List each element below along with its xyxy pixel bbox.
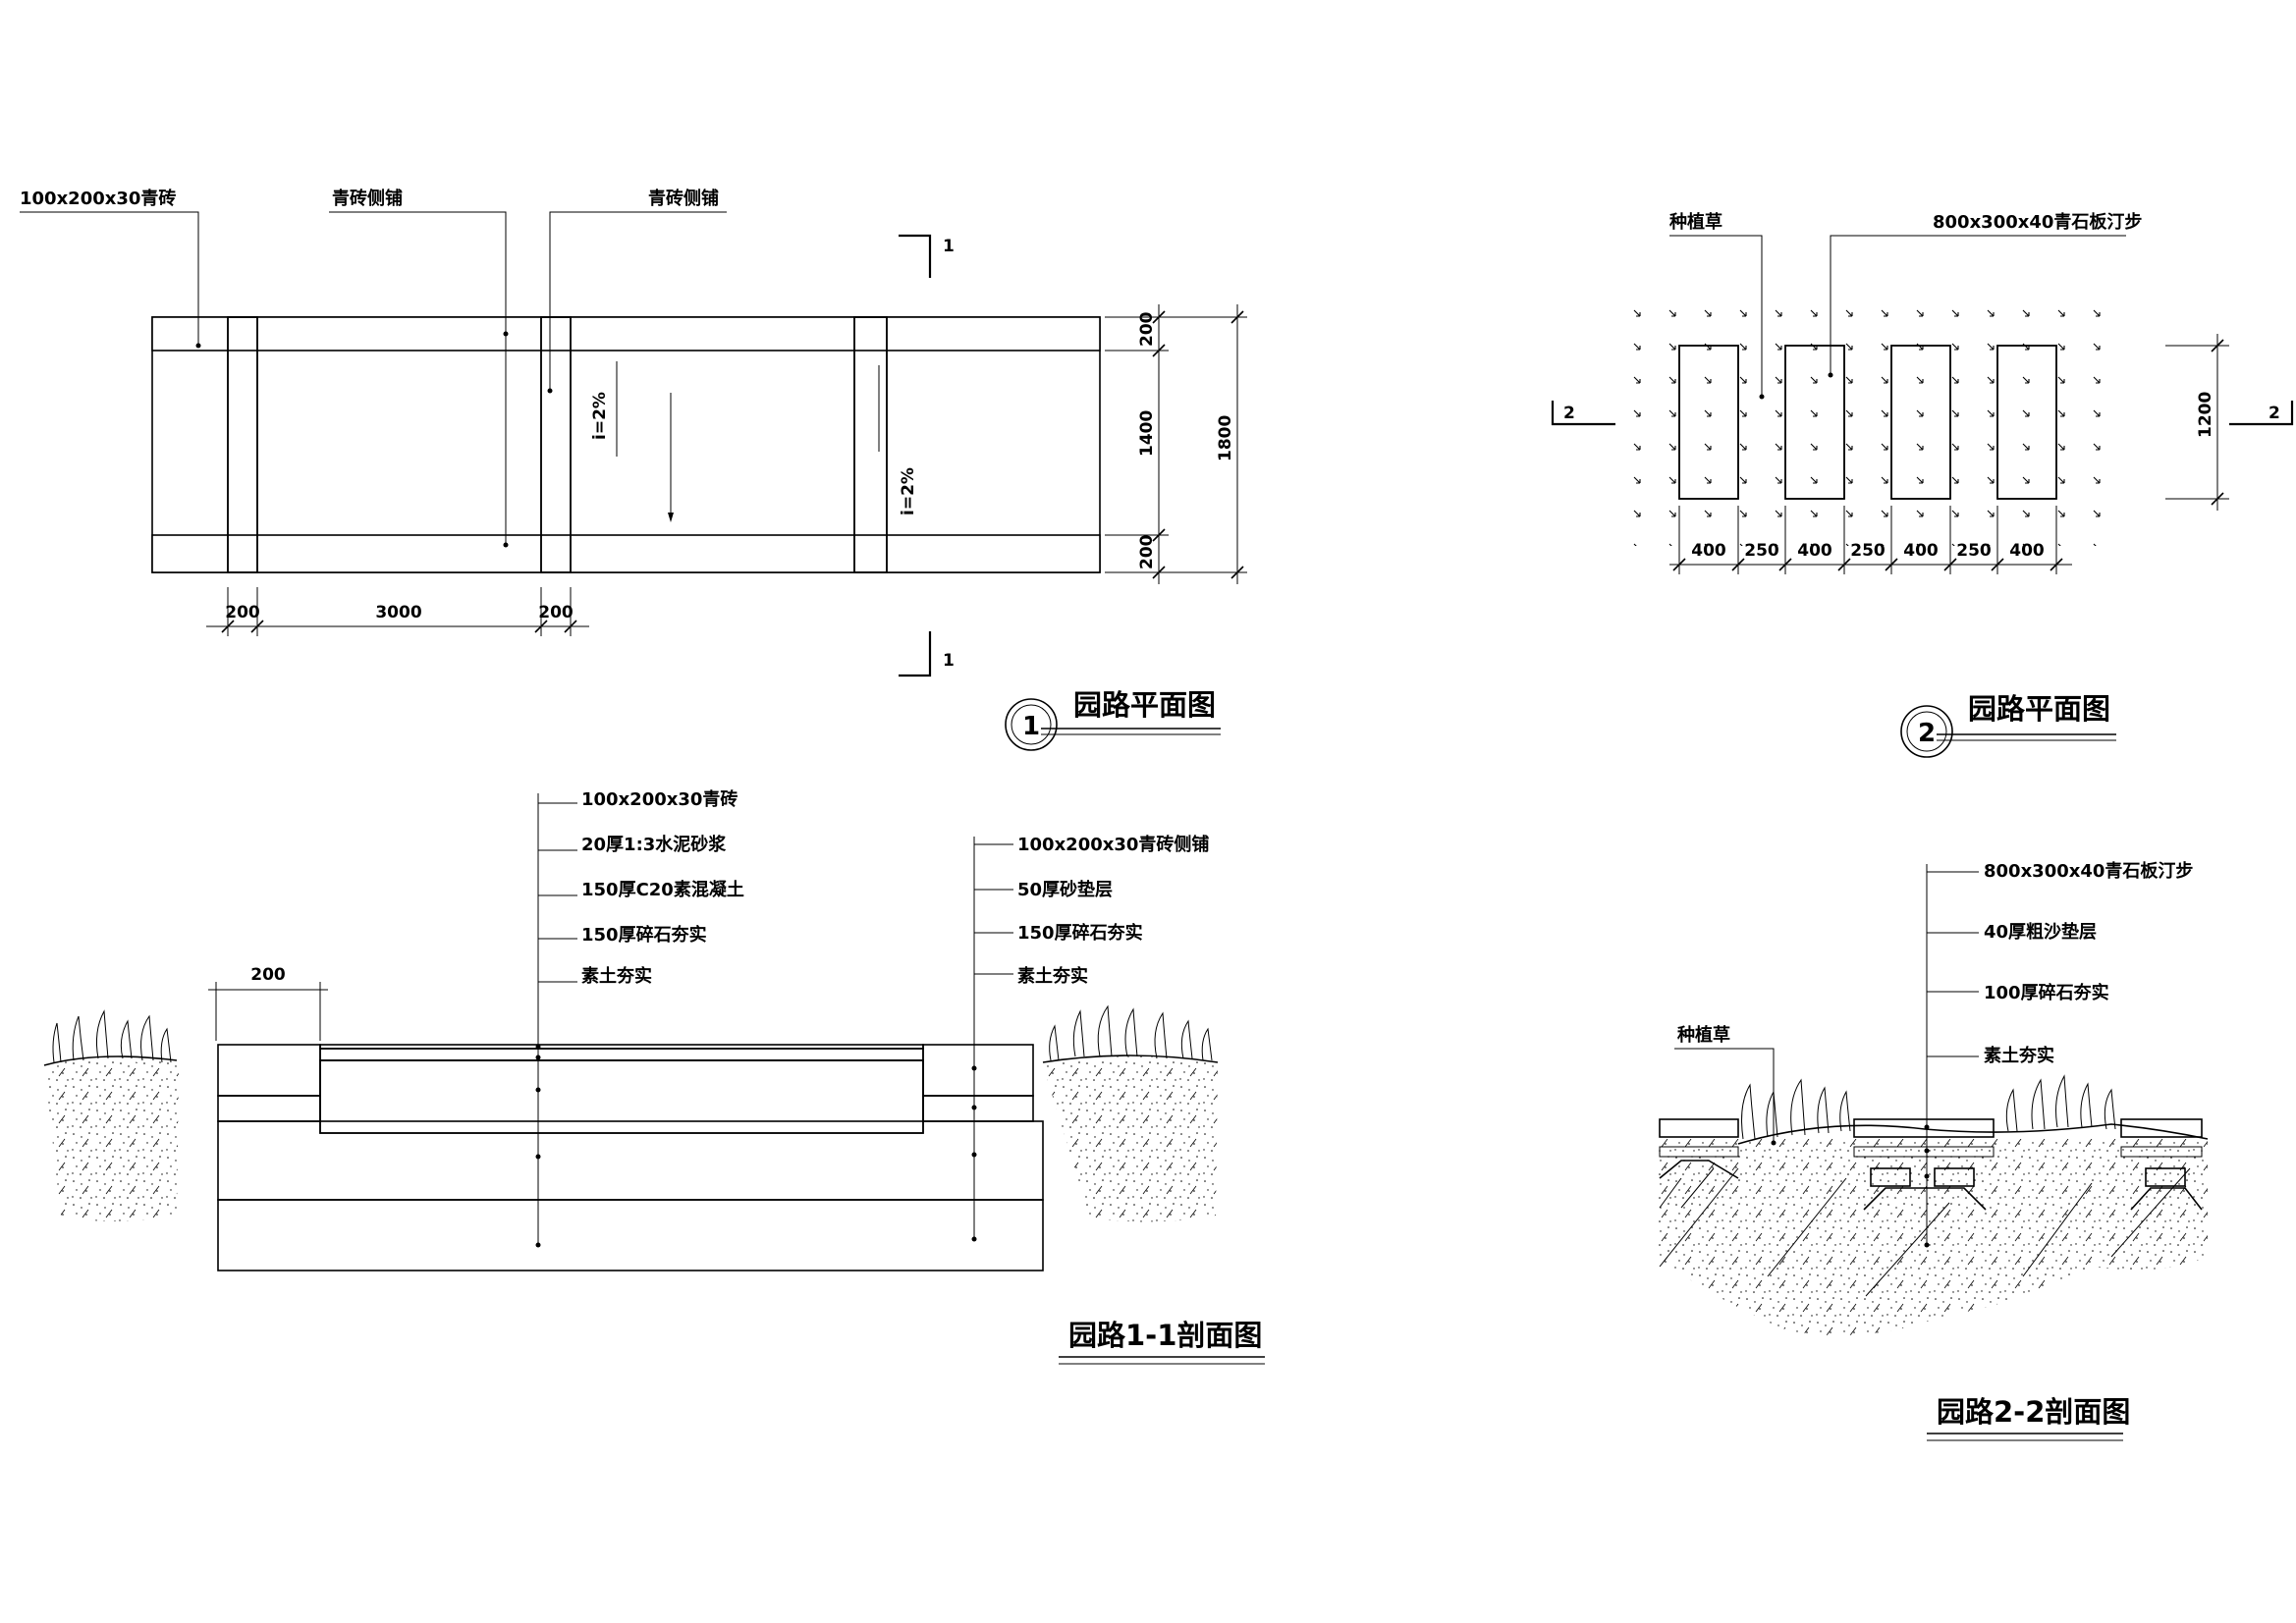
section1-title-text: 园路1-1剖面图 [1068, 1319, 1262, 1352]
plan1-dim-horizontal: 200 3000 200 [206, 587, 589, 636]
plan2-title-text: 园路平面图 [1968, 692, 2110, 726]
brick-band-2 [540, 316, 572, 573]
section1-dim-200: 200 [250, 965, 286, 985]
dim-200-right: 200 [538, 603, 574, 622]
layer-left-4: 150厚碎石夯实 [581, 924, 707, 946]
stepping-stone-3 [1890, 345, 1951, 500]
layer-left-2: 20厚1:3水泥砂浆 [581, 834, 727, 855]
layer-right-1: 100x200x30青砖侧铺 [1017, 834, 1209, 855]
dim-v-200-bottom: 200 [1137, 534, 1157, 569]
sand-bed-right [922, 1095, 1034, 1122]
plan2-number: 2 [1918, 719, 1936, 748]
plan2-title: 2 园路平面图 [1900, 692, 2116, 758]
section2-title: 园路2-2剖面图 [1927, 1395, 2130, 1441]
mortar-layer [319, 1048, 924, 1061]
edge-brick-top [151, 316, 1101, 352]
plan-1: 100x200x30青砖 青砖侧铺 青砖侧铺 i=2% i=2% 1 1 200… [20, 188, 1247, 751]
dim-3000: 3000 [375, 603, 421, 622]
plan-2: 种植草 800x300x40青石板汀步 2 2 40 [1551, 211, 2294, 758]
plan1-dim-vertical: 200 1400 200 1800 [1105, 304, 1247, 584]
concrete-layer [319, 1059, 924, 1134]
plan1-number: 1 [1022, 712, 1040, 741]
section-1-1: 200 100x200x30青砖 20厚1:3水泥砂浆 150厚C20素混凝土 … [43, 788, 1265, 1365]
plan2-dim-horizontal: 400 250 400 250 400 250 400 [1669, 506, 2072, 574]
section-mark-2-left: 2 [1563, 404, 1575, 423]
dim2-v-1200: 1200 [2196, 392, 2215, 438]
dim2-250-3: 250 [1956, 541, 1992, 561]
brick-band-1 [227, 316, 258, 573]
dim-v-1800: 1800 [1216, 415, 1235, 461]
callout-flagstone: 800x300x40青石板汀步 [1933, 211, 2142, 233]
grass-field [1630, 287, 2121, 546]
tamp-lines-2 [1659, 1167, 2191, 1297]
layer-left-1: 100x200x30青砖 [581, 788, 738, 810]
dim-200-left: 200 [225, 603, 260, 622]
slab-right [2120, 1118, 2203, 1138]
layer2-1: 800x300x40青石板汀步 [1984, 860, 2193, 882]
dim2-400-1: 400 [1691, 541, 1726, 561]
section-mark-2-right: 2 [2269, 404, 2280, 423]
section-2-2: 种植草 800x300x40青石板汀步 40厚粗沙垫层 100厚碎石夯实 素土夯… [1658, 860, 2209, 1441]
layer-right-3: 150厚碎石夯实 [1017, 922, 1143, 944]
stepping-stone-2 [1784, 345, 1845, 500]
grass-tufts-2 [1741, 1074, 2116, 1140]
dim-v-200-top: 200 [1137, 311, 1157, 347]
layer-left-5: 素土夯实 [581, 965, 652, 987]
layer2-3: 100厚碎石夯实 [1984, 982, 2109, 1003]
dim2-400-2: 400 [1797, 541, 1832, 561]
ground-left [44, 1056, 179, 1221]
top-brick-layer [319, 1044, 924, 1050]
callout-side-brick-2: 青砖侧铺 [648, 188, 719, 209]
edge-brick-right [922, 1044, 1034, 1097]
ground-2-2 [1658, 1139, 2208, 1335]
layer-right-2: 50厚砂垫层 [1017, 879, 1113, 900]
layer2-2: 40厚粗沙垫层 [1984, 921, 2097, 943]
tamped-soil-layer [217, 1199, 1044, 1271]
sand-bed-left [217, 1095, 321, 1122]
stepping-stone-4 [1996, 345, 2057, 500]
layer-right-4: 素土夯实 [1017, 965, 1088, 987]
grass-tufts-right [1049, 1004, 1213, 1061]
callout-side-brick-1: 青砖侧铺 [332, 188, 403, 209]
slope-label-1: i=2% [590, 392, 610, 440]
slope-label-2: i=2% [899, 467, 918, 515]
section2-title-text: 园路2-2剖面图 [1937, 1395, 2130, 1429]
callout-grass: 种植草 [1668, 211, 1722, 233]
brick-band-3 [853, 316, 888, 573]
edge-brick-left [217, 1044, 321, 1097]
section1-title: 园路1-1剖面图 [1059, 1319, 1265, 1365]
section-mark-1-top: 1 [943, 237, 955, 256]
stepping-stones [1678, 345, 2057, 500]
callout-grass-2: 种植草 [1676, 1024, 1730, 1046]
dim2-400-4: 400 [2009, 541, 2045, 561]
dim-v-1400: 1400 [1137, 410, 1157, 457]
layer2-4: 素土夯实 [1984, 1045, 2054, 1066]
gravel-supports [1659, 1146, 2203, 1211]
dim2-400-3: 400 [1903, 541, 1939, 561]
ground-right [1043, 1055, 1218, 1222]
slab-center [1853, 1118, 1995, 1138]
stepping-stone-1 [1678, 345, 1739, 500]
section-mark-1-bottom: 1 [943, 651, 955, 671]
plan1-title: 1 园路平面图 [1005, 688, 1221, 751]
dim2-250-2: 250 [1850, 541, 1886, 561]
section1-dim: 200 [208, 965, 328, 1041]
callout-brick: 100x200x30青砖 [20, 188, 176, 209]
layer-left-3: 150厚C20素混凝土 [581, 879, 744, 900]
slab-left [1659, 1118, 1739, 1138]
dim2-250-1: 250 [1744, 541, 1779, 561]
herringbone-paving [151, 316, 1101, 573]
edge-brick-bottom [151, 534, 1101, 573]
grass-tufts-left [52, 1009, 172, 1063]
crushed-stone-layer [217, 1120, 1044, 1201]
plan2-dim-vertical: 1200 [2165, 334, 2229, 511]
plan1-title-text: 园路平面图 [1073, 688, 1216, 722]
